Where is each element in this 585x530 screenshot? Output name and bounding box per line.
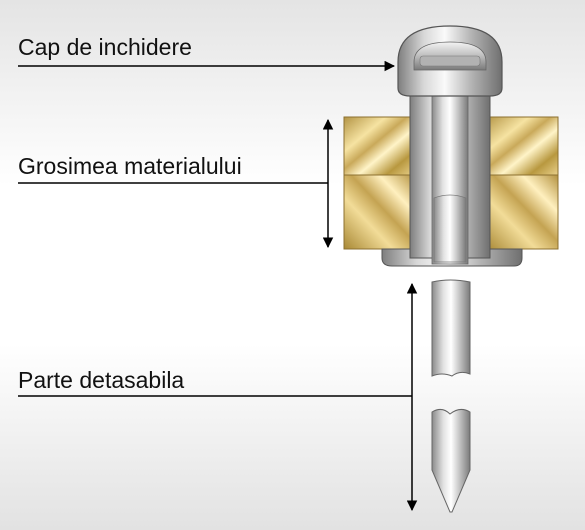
material-thickness-label: Grosimea materialului	[18, 153, 242, 179]
plate-bottom-left	[343, 174, 415, 250]
detachable-mandrel	[431, 279, 471, 513]
cap-label: Cap de inchidere	[18, 34, 192, 60]
plate-top-right	[485, 116, 559, 176]
plate-bottom-right	[485, 174, 559, 250]
rivet-body	[381, 25, 523, 267]
cap-inner-slot	[419, 55, 481, 67]
mandrel-upper	[431, 279, 471, 377]
mandrel-neck	[433, 194, 467, 263]
mandrel-lower	[431, 408, 471, 513]
material-plates	[343, 116, 559, 250]
annotations	[18, 60, 418, 512]
detachable-part-label: Parte detasabila	[18, 367, 185, 393]
plate-top-left	[343, 116, 415, 176]
